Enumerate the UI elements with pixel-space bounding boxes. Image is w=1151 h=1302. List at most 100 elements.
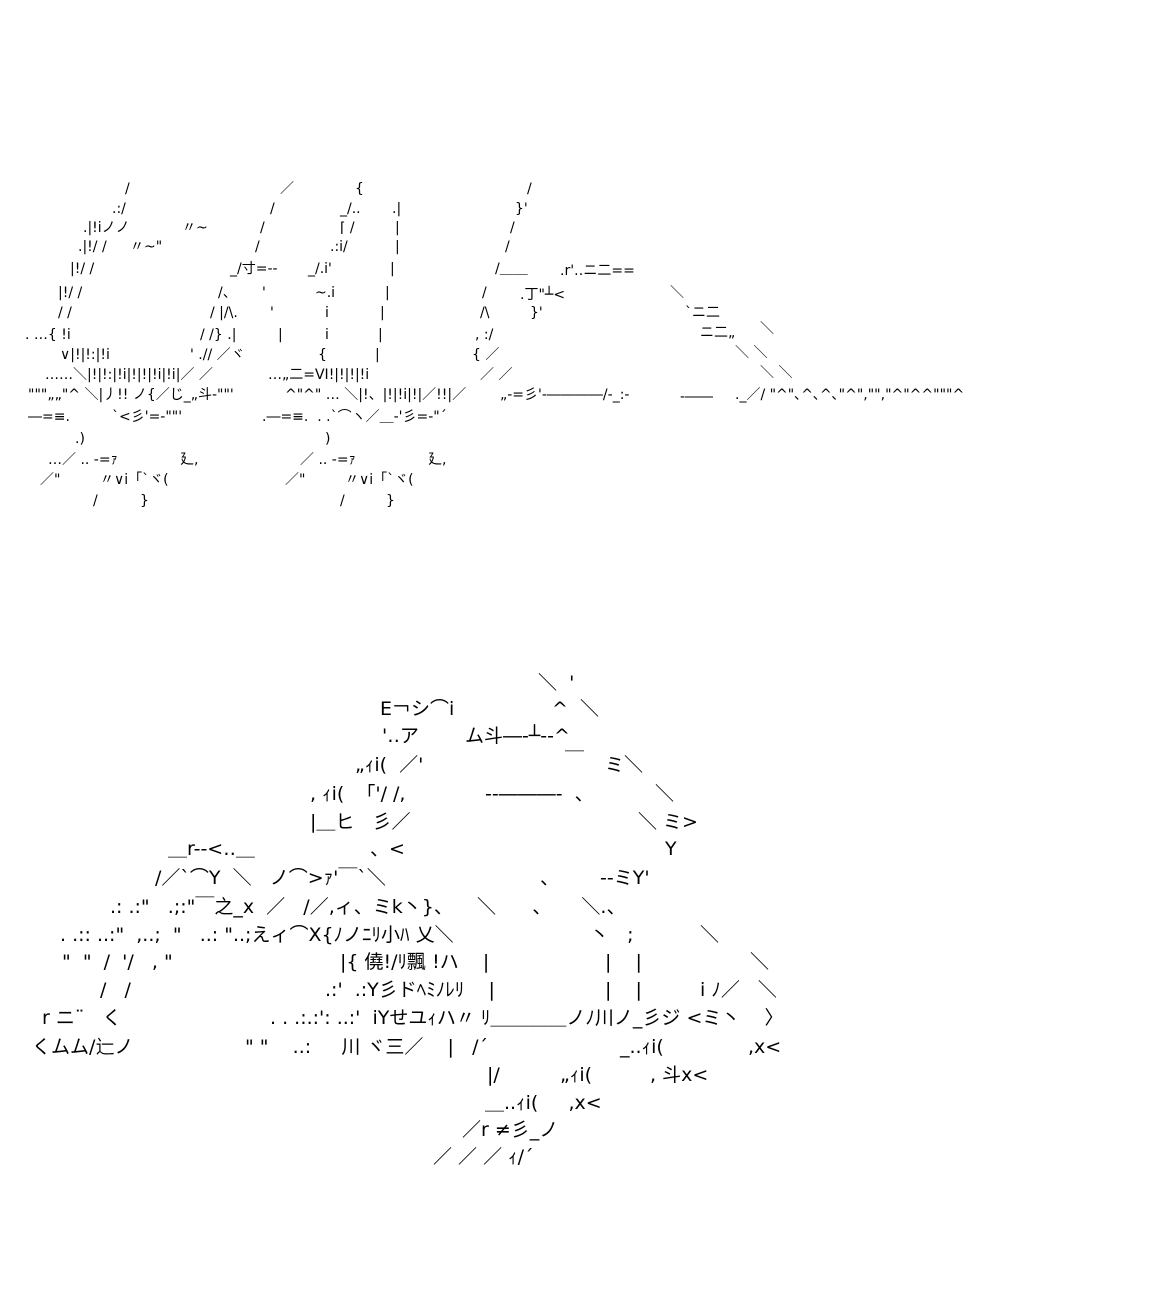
art-segment: ＿..ｨi( ,x<: [485, 1092, 602, 1114]
art-segment: ＿r--<‥＿: [168, 838, 255, 860]
art-segment: /／`⌒Y ＼ ノ⌒>ｧ'￣`＼: [155, 867, 386, 889]
art-segment: ~.i: [315, 285, 336, 301]
art-segment: ／": [285, 472, 306, 488]
art-segment: ／r ≠彡_ノ: [462, 1119, 559, 1141]
art-segment: |{ 僥!/ﾘ飄 !ハ |: [340, 951, 490, 973]
art-segment: くムム/辷ノ: [32, 1036, 134, 1058]
art-segment: .:/: [112, 201, 126, 217]
art-segment: ⌈ /: [340, 220, 355, 236]
art-segment: .r'‥ニ二==: [560, 263, 635, 279]
art-segment: { ／: [472, 347, 500, 363]
art-segment: /: [270, 201, 275, 217]
art-segment: .|: [392, 201, 402, 217]
art-segment: Y: [665, 838, 677, 860]
art-segment: ＼ ＼: [735, 345, 768, 361]
art-segment: " " / '/ , ": [62, 951, 173, 973]
art-segment: ニ二„: [700, 325, 736, 341]
art-segment: E￢シ⌒i: [380, 698, 455, 720]
art-segment: |: [390, 261, 395, 277]
art-segment: ._／/ "^"､^､^､"^","","^"^^"""^: [735, 387, 965, 403]
art-segment: |: [375, 347, 380, 363]
art-segment: r ニ¨ く: [42, 1007, 122, 1029]
art-segment: ￣: [565, 750, 585, 772]
art-segment: _..ｨi(: [620, 1036, 664, 1058]
art-segment: 〃~: [182, 220, 208, 236]
art-segment: ＼ ＼: [760, 365, 793, 381]
art-segment: }': [530, 305, 543, 321]
art-segment: }': [515, 201, 528, 217]
art-segment: 丶 ;: [590, 924, 634, 946]
art-segment: ): [325, 431, 331, 447]
art-segment: ム斗―-┴--^: [465, 725, 570, 747]
art-segment: ,x<: [748, 1036, 782, 1058]
art-segment: /: [93, 493, 98, 509]
art-segment: " " ..: 川 ヾ三／ | /´: [245, 1036, 488, 1058]
art-segment: ／": [40, 472, 61, 488]
art-segment: ^ ＼: [552, 698, 599, 720]
art-segment: |/: [487, 1064, 500, 1086]
art-segment: _/..: [340, 201, 361, 217]
art-segment: i ﾉ／ ＼: [700, 979, 777, 1001]
art-segment: '‥ア: [382, 725, 419, 747]
art-segment: .―=≡. . .`⌒ヽ／＿‐'彡=-"´: [262, 409, 447, 425]
art-segment: .: .:" .;:"￣之_x ／ /／,ィ、ミk丶}、 ＼ 、 ＼.、: [110, 896, 626, 918]
art-segment: 廴,: [428, 452, 447, 468]
art-segment: |: [395, 239, 400, 255]
art-segment: 廴,: [180, 452, 199, 468]
art-segment: .丁"┴<: [520, 287, 566, 303]
art-segment: / /: [58, 305, 72, 321]
art-segment: , 斗x<: [650, 1064, 709, 1086]
art-segment: /、: [218, 285, 237, 301]
art-segment: / |/\.: [210, 305, 238, 321]
art-segment: , ｨi( 「'/ /,: [310, 783, 406, 805]
art-segment: ': [270, 305, 274, 321]
art-segment: „ｨi( ／': [355, 754, 424, 776]
art-segment: _/寸=--: [230, 261, 278, 277]
art-segment: ミ＼: [605, 754, 644, 776]
art-segment: .|!/ /: [78, 239, 107, 255]
art-segment: ＼: [750, 951, 770, 973]
art-segment: /: [260, 220, 265, 236]
art-segment: |: [278, 327, 283, 343]
art-segment: „-=彡'‐――――/-_:‐: [500, 387, 630, 403]
art-segment: /: [255, 239, 260, 255]
art-segment: .): [75, 431, 85, 447]
art-segment: |: [378, 327, 383, 343]
art-segment: """„„"^ ＼|丿!! ノ{／じ_„斗-""': [28, 387, 234, 403]
art-segment: --―――- 、: [485, 783, 594, 805]
art-segment: /: [340, 493, 345, 509]
art-segment: ／ .. ‐=ｧ: [300, 452, 356, 468]
art-segment: 〃~": [130, 239, 163, 255]
art-segment: , :/: [475, 327, 494, 343]
art-segment: „ｨi(: [560, 1064, 593, 1086]
art-segment: /: [527, 181, 532, 197]
art-segment: ＼: [655, 783, 675, 805]
art-segment: ^"^" … ＼|!、|!|!i|!|／!!|／: [285, 387, 467, 403]
art-segment: . .:: ..:" ,..; " ..: "..;えィ⌒X{ﾉノﾆﾘ小ﾊ 乂＼: [60, 924, 454, 946]
art-segment: |!/ /: [70, 261, 95, 277]
art-segment: ' .// ／ヾ: [190, 347, 245, 363]
art-segment: ―=≡.: [28, 409, 70, 425]
art-segment: .:i/: [330, 239, 348, 255]
art-segment: ＼: [760, 321, 774, 337]
art-segment: …„二=VI!|!|!|!i: [268, 367, 370, 383]
art-segment: ……＼|!|!:|!i|!|!|!i|!i|／ ／: [45, 367, 213, 383]
art-segment: |: [395, 220, 400, 236]
art-segment: --ミY': [600, 867, 650, 889]
art-segment: 〃∨i「`ヾ(: [345, 472, 414, 488]
art-segment: 〃∨i「`ヾ(: [100, 472, 169, 488]
art-segment: /\: [480, 305, 490, 321]
art-segment: ／ ／: [480, 367, 513, 383]
art-segment: / /: [100, 979, 131, 1001]
art-segment: i: [325, 305, 329, 321]
art-segment: /: [510, 220, 515, 236]
art-segment: `<彡'=-""': [112, 409, 183, 425]
art-segment: |: [385, 285, 390, 301]
art-segment: |＿ヒ 彡／: [310, 811, 411, 833]
art-segment: 、<: [370, 838, 405, 860]
art-segment: /＿＿: [495, 261, 528, 277]
art-segment: /: [505, 239, 510, 255]
art-segment: | |: [605, 951, 642, 973]
art-segment: . …{ !i: [25, 327, 71, 343]
art-segment: }: [140, 493, 149, 509]
